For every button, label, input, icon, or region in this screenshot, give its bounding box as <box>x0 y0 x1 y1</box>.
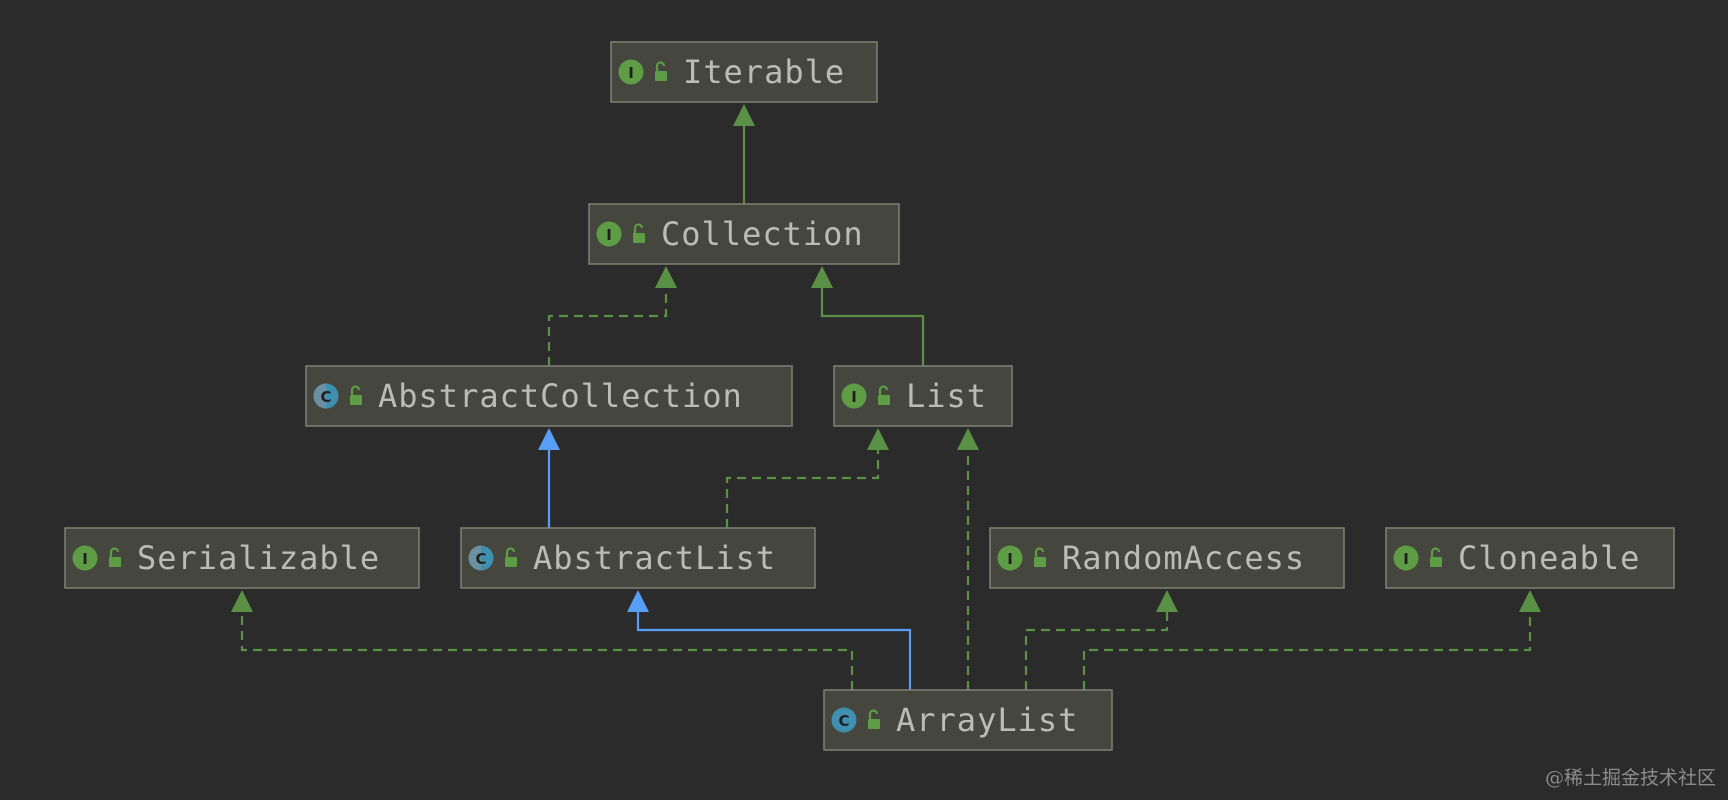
class-icon: C <box>831 707 857 733</box>
node-collection[interactable]: I Collection <box>588 203 900 265</box>
arrowhead <box>811 266 833 288</box>
node-box <box>989 527 1345 589</box>
public-lock-icon <box>878 385 890 405</box>
node-label: Serializable <box>137 539 380 577</box>
interface-icon: I <box>596 221 622 247</box>
public-lock-icon <box>633 223 645 243</box>
node-label: Collection <box>661 215 864 253</box>
node-label: Cloneable <box>1458 539 1640 577</box>
edge-list-to-collection <box>811 266 925 366</box>
node-label: AbstractCollection <box>378 377 743 415</box>
node-box <box>460 527 816 589</box>
badge-letter: C <box>475 550 486 568</box>
arrowhead <box>867 428 889 450</box>
node-cloneable[interactable]: I Cloneable <box>1385 527 1675 589</box>
abstract-class-icon: C <box>313 383 339 409</box>
node-serializable[interactable]: I Serializable <box>64 527 420 589</box>
node-label: ArrayList <box>896 701 1078 739</box>
arrowhead <box>538 428 560 450</box>
edge-line <box>820 286 925 366</box>
edge-line <box>547 286 668 366</box>
watermark: @稀土掘金技术社区 <box>1544 767 1716 789</box>
public-lock-icon <box>1430 547 1442 567</box>
arrowhead <box>1156 590 1178 612</box>
badge-letter: I <box>82 550 88 568</box>
edge-line <box>725 448 880 528</box>
edge-line <box>636 610 912 690</box>
edge-abstractlist-to-abstractcollection <box>538 428 560 528</box>
node-label: RandomAccess <box>1062 539 1305 577</box>
edge-arraylist-to-cloneable <box>1082 590 1541 690</box>
badge-letter: I <box>628 64 634 82</box>
node-label: List <box>906 377 987 415</box>
public-lock-icon <box>868 709 880 729</box>
badge-letter: I <box>1403 550 1409 568</box>
public-lock-icon <box>505 547 517 567</box>
node-abstractcollection[interactable]: C AbstractCollection <box>305 365 793 427</box>
edge-collection-to-iterable <box>733 104 755 204</box>
edge-arraylist-to-abstractlist <box>627 590 912 690</box>
node-box <box>305 365 793 427</box>
edge-abstractcollection-to-collection <box>547 266 677 366</box>
arrowhead <box>655 266 677 288</box>
edge-line <box>240 610 854 690</box>
node-randomaccess[interactable]: I RandomAccess <box>989 527 1345 589</box>
arrowhead <box>733 104 755 126</box>
arrowhead <box>957 428 979 450</box>
interface-icon: I <box>72 545 98 571</box>
public-lock-icon <box>1034 547 1046 567</box>
arrowhead <box>1519 590 1541 612</box>
node-label: AbstractList <box>533 539 776 577</box>
edge-line <box>1024 610 1169 690</box>
public-lock-icon <box>109 547 121 567</box>
arrowhead <box>627 590 649 612</box>
node-iterable[interactable]: I Iterable <box>610 41 878 103</box>
node-box <box>64 527 420 589</box>
interface-icon: I <box>997 545 1023 571</box>
edges-layer <box>231 104 1541 690</box>
badge-letter: I <box>851 388 857 406</box>
node-list[interactable]: I List <box>833 365 1013 427</box>
edge-line <box>1082 610 1532 690</box>
badge-letter: I <box>606 226 612 244</box>
interface-icon: I <box>841 383 867 409</box>
edge-arraylist-to-randomaccess <box>1024 590 1178 690</box>
edge-abstractlist-to-list <box>725 428 889 528</box>
edge-arraylist-to-serializable <box>231 590 854 690</box>
node-abstractlist[interactable]: C AbstractList <box>460 527 816 589</box>
public-lock-icon <box>655 61 667 81</box>
interface-icon: I <box>1393 545 1419 571</box>
badge-letter: C <box>838 712 849 730</box>
badge-letter: I <box>1007 550 1013 568</box>
badge-letter: C <box>320 388 331 406</box>
node-label: Iterable <box>683 53 845 91</box>
edge-arraylist-to-list <box>957 428 979 690</box>
abstract-class-icon: C <box>468 545 494 571</box>
node-arraylist[interactable]: C ArrayList <box>823 689 1113 751</box>
arrowhead <box>231 590 253 612</box>
interface-icon: I <box>618 59 644 85</box>
public-lock-icon <box>350 385 362 405</box>
node-box <box>610 41 878 103</box>
